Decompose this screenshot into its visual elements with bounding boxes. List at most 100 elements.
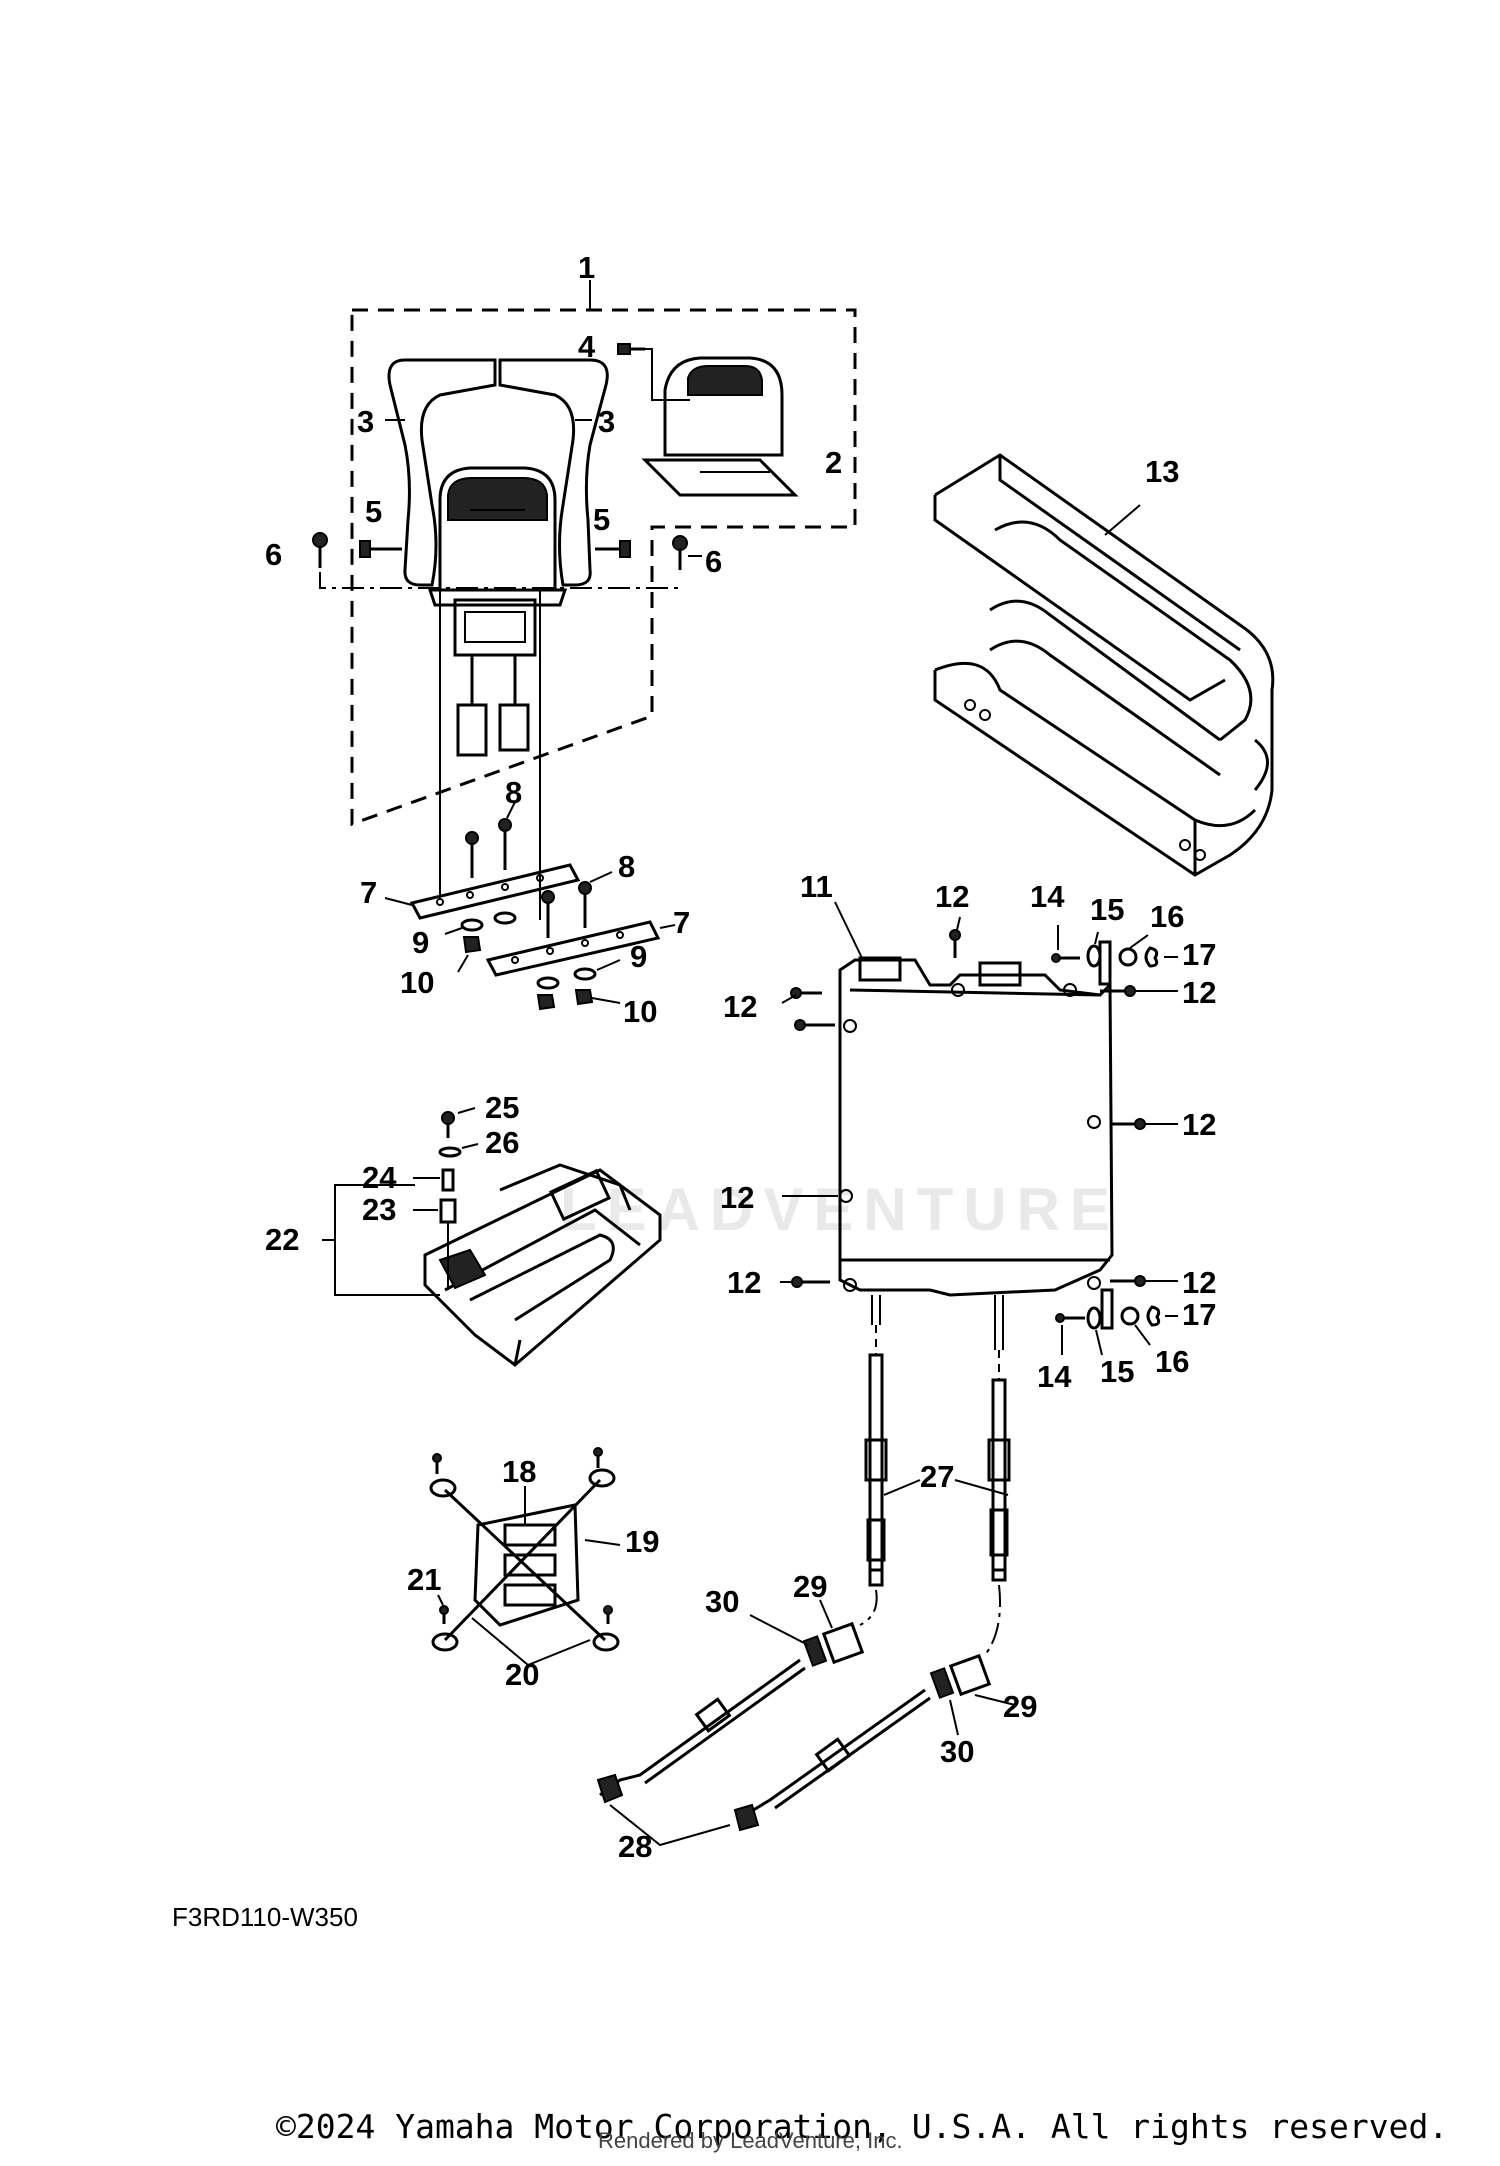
fitting-29-right <box>948 1653 992 1697</box>
copyright-notice: ©2024 Yamaha Motor Corporation, U.S.A. A… <box>276 2107 1449 2146</box>
bracket-13 <box>933 453 1275 877</box>
cable-link-right <box>984 1584 1002 1656</box>
control-head-small-base <box>641 458 799 497</box>
callout: 16 <box>1155 1344 1189 1379</box>
bolt-6-left <box>312 532 680 589</box>
callout: 9 <box>630 939 647 974</box>
callout: 3 <box>598 404 615 439</box>
mounting-hardware <box>384 801 676 1011</box>
callout: 13 <box>1145 454 1179 489</box>
grip-left <box>387 358 497 587</box>
washer-9-c <box>536 976 560 990</box>
hardware-14-17-bottom <box>1055 1288 1178 1356</box>
callout: 12 <box>935 879 969 914</box>
callout: 12 <box>723 989 757 1024</box>
control-head-cap <box>447 477 548 521</box>
callout: 5 <box>365 494 382 529</box>
cable-27-left <box>868 1353 884 1572</box>
washer-26 <box>438 1143 479 1158</box>
grommet-23 <box>413 1198 457 1224</box>
callout: 22 <box>265 1222 299 1257</box>
fitting-30-left <box>802 1635 828 1667</box>
callout: 12 <box>720 1180 754 1215</box>
callout: 4 <box>578 329 596 364</box>
callout: 30 <box>940 1734 974 1769</box>
cable-27-right <box>991 1378 1007 1572</box>
hardware-14-17-top <box>1051 925 1178 986</box>
callout: 15 <box>1090 892 1124 927</box>
bolt-8-d <box>578 881 592 928</box>
callout: 29 <box>793 1569 827 1604</box>
callout: 12 <box>727 1265 761 1300</box>
callout: 8 <box>618 849 635 884</box>
callout: 16 <box>1150 899 1184 934</box>
callout: 6 <box>705 544 722 579</box>
bolt-8-c <box>541 890 555 938</box>
control-head <box>438 466 557 592</box>
pin-24 <box>413 1168 455 1192</box>
control-head-small <box>663 356 784 457</box>
washer-9-d <box>573 967 597 981</box>
switch-panel-22 <box>322 1107 662 1367</box>
callout: 20 <box>505 1657 539 1692</box>
screw-12-group <box>780 916 1178 1292</box>
callout: 17 <box>1182 937 1216 972</box>
control-head-small-cap <box>687 365 763 396</box>
screw-4 <box>617 343 690 401</box>
strap-19-20 <box>429 1468 621 1667</box>
callout: 10 <box>400 965 434 1000</box>
nut-10-a <box>462 936 482 954</box>
callout: 26 <box>485 1125 519 1160</box>
screw-5-left <box>359 540 402 558</box>
callout: 17 <box>1182 1297 1216 1332</box>
control-unit-11 <box>780 901 1178 1356</box>
callout: 10 <box>623 994 657 1029</box>
callout: 19 <box>625 1524 659 1559</box>
bolt-6-right <box>672 535 702 570</box>
unit-connector-b <box>978 961 1022 987</box>
control-body <box>453 598 537 657</box>
callout: 7 <box>360 875 377 910</box>
callout: 25 <box>485 1090 519 1125</box>
callout: 1 <box>578 250 595 285</box>
screw-25 <box>441 1107 476 1138</box>
callout: 21 <box>407 1562 441 1597</box>
cable-link-left <box>859 1589 878 1626</box>
diagram-code: F3RD110-W350 <box>172 1902 358 1932</box>
washer-9-b <box>493 911 517 925</box>
fitting-30-right <box>929 1667 955 1699</box>
nut-10-b <box>536 994 556 1011</box>
callout: 6 <box>265 537 282 572</box>
connector-left <box>456 703 488 757</box>
cable-28-b <box>744 1688 926 1817</box>
screw-5-right <box>595 540 631 558</box>
screws-21 <box>432 1447 613 1624</box>
callout: 11 <box>800 869 833 904</box>
callout: 5 <box>593 502 610 537</box>
plate-7-upper <box>409 863 581 920</box>
fitting-29-left <box>821 1621 865 1665</box>
callout: 2 <box>825 445 842 480</box>
callout: 12 <box>1182 1265 1216 1300</box>
callout: 14 <box>1037 1359 1072 1394</box>
callout: 3 <box>357 404 374 439</box>
control-mechanism <box>464 611 526 643</box>
control-head-base <box>427 588 568 607</box>
callout: 30 <box>705 1584 739 1619</box>
leader-28 <box>609 1804 731 1847</box>
callout: 27 <box>920 1459 954 1494</box>
bolt-8-b <box>498 818 512 870</box>
connector-right <box>498 703 530 752</box>
callout: 15 <box>1100 1354 1134 1389</box>
callout: 9 <box>412 925 429 960</box>
callout: 24 <box>362 1160 397 1195</box>
cables <box>596 1325 1016 1847</box>
callout: 7 <box>673 905 690 940</box>
callout: 12 <box>1182 975 1216 1010</box>
nut-10-c <box>574 989 594 1006</box>
plate-7-lower <box>485 920 661 977</box>
rendered-by-notice: Rendered by LeadVenture, Inc. <box>598 2128 903 2153</box>
callout: 23 <box>362 1192 396 1227</box>
unit-connector-a <box>858 956 902 982</box>
